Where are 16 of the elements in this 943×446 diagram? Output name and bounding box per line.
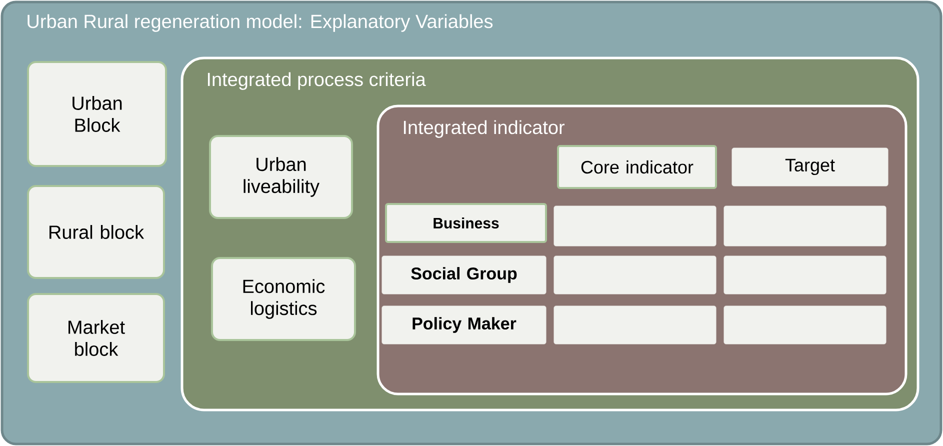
text-box: Economic logistics	[211, 257, 356, 341]
table-cell	[724, 256, 886, 294]
table-cell	[554, 206, 716, 246]
table-cell: Core indicator	[557, 145, 717, 189]
table-cell: Business	[385, 203, 547, 243]
table-cell	[554, 256, 716, 294]
table-cell	[724, 306, 886, 344]
table-cell	[724, 206, 886, 246]
table-cell: Social Group	[382, 256, 546, 294]
text-box: Urban liveability	[209, 135, 353, 219]
table-cell: Policy Maker	[382, 306, 546, 344]
table-cell	[554, 306, 716, 344]
text-box: Market block	[27, 293, 165, 383]
text-box: Urban Block	[27, 61, 167, 167]
table-cell: Target	[732, 148, 888, 186]
text-box: Rural block	[27, 185, 165, 279]
